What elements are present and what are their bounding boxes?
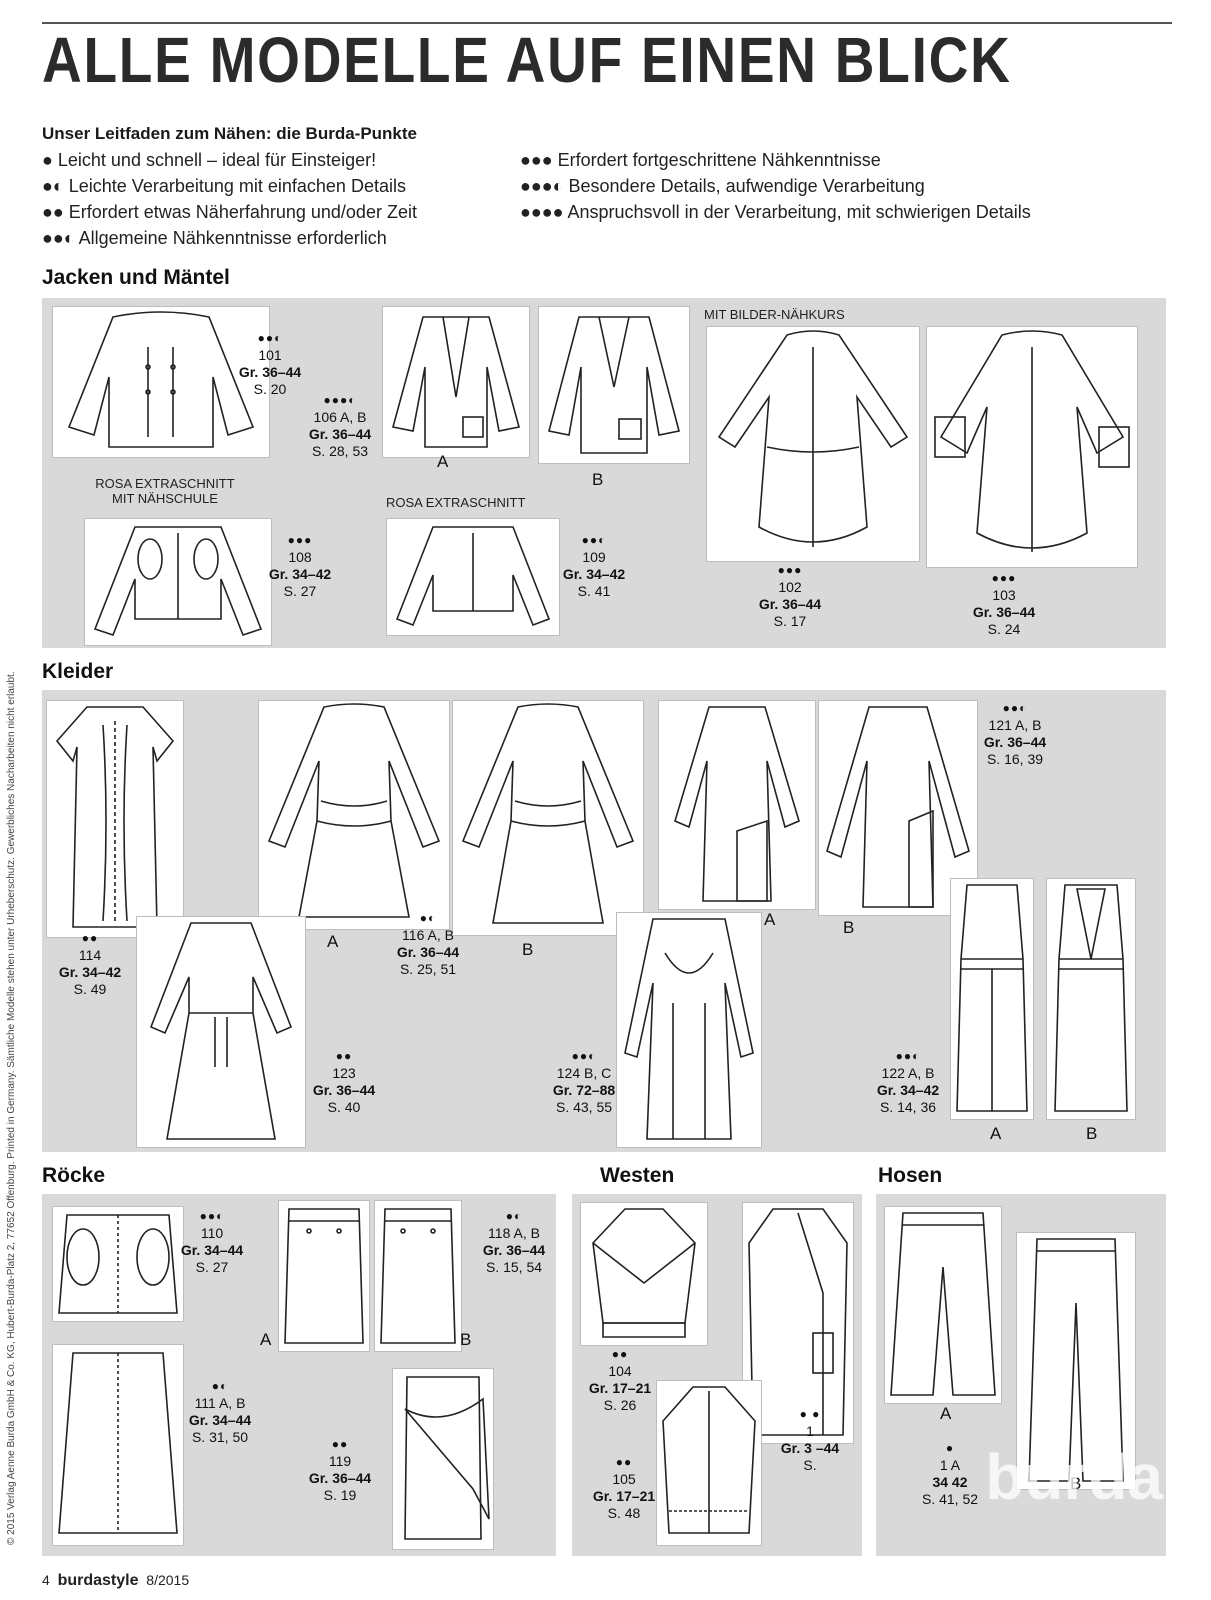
watermark-logo: burda	[985, 1441, 1163, 1513]
sketch-111	[52, 1344, 184, 1546]
sketch-116a	[258, 700, 450, 930]
sketch-106a	[382, 306, 530, 458]
variant-letter: A	[764, 910, 776, 929]
variant-letter: B	[592, 470, 604, 489]
variant-letter: B	[843, 918, 855, 937]
sketch-108	[84, 518, 272, 646]
sketch-116b	[452, 700, 644, 936]
guide-item: ●●●◐ Besondere Details, aufwendige Verar…	[520, 176, 925, 196]
guide-item: ●●●● Anspruchsvoll in der Verarbeitung, …	[520, 202, 1031, 222]
sketch-104	[580, 1202, 708, 1346]
sketch-102	[706, 326, 920, 562]
variant-letter: A	[327, 932, 339, 951]
tag-bilder-naehkurs: MIT BILDER-NÄHKURS	[704, 307, 845, 322]
sketch-124	[616, 912, 762, 1148]
page-footer: 4 burdastyle 8/2015	[42, 1572, 189, 1590]
variant-letter: B	[1070, 1474, 1082, 1493]
guide-item: ●●◐ Allgemeine Nähkenntnisse erforderlic…	[42, 228, 387, 248]
sketch-121a	[658, 700, 816, 910]
guide-item: ●●● Erfordert fortgeschrittene Nähkenntn…	[520, 150, 881, 170]
page-title: ALLE MODELLE AUF EINEN BLICK	[42, 24, 1012, 96]
sketch-hose-a	[884, 1206, 1002, 1404]
sketch-118b	[374, 1200, 462, 1352]
tag-rosa-extraschnitt: ROSA EXTRASCHNITT	[386, 495, 526, 510]
sketch-119	[392, 1368, 494, 1550]
variant-letter: A	[260, 1330, 272, 1349]
guide-item: ●● Erfordert etwas Näherfahrung und/oder…	[42, 202, 417, 222]
issue-number: 8/2015	[146, 1572, 190, 1588]
sketch-118a	[278, 1200, 370, 1352]
variant-letter: A	[940, 1404, 952, 1423]
brand-logo: burdastyle	[57, 1572, 139, 1589]
sketch-106b	[538, 306, 690, 464]
sketch-114	[46, 700, 184, 938]
sketch-109	[386, 518, 560, 636]
sketch-105	[656, 1380, 762, 1546]
sketch-122a	[950, 878, 1034, 1120]
sketch-hose-b	[1016, 1232, 1136, 1490]
copyright-notice: © 2015 Verlag Aenne Burda GmbH & Co. KG,…	[6, 671, 17, 1545]
guide-item: ●◐ Leichte Verarbeitung mit einfachen De…	[42, 176, 406, 196]
variant-letter: B	[460, 1330, 472, 1349]
variant-letter: A	[990, 1124, 1002, 1143]
variant-letter: A	[437, 452, 449, 471]
guide-heading: Unser Leitfaden zum Nähen: die Burda-Pun…	[42, 124, 417, 143]
top-rule	[42, 22, 1172, 24]
section-title-westen: Westen	[600, 1164, 675, 1187]
sketch-110	[52, 1206, 184, 1322]
section-title-hosen: Hosen	[878, 1164, 943, 1187]
variant-letter: B	[522, 940, 534, 959]
sketch-101	[52, 306, 270, 458]
section-title-jacken: Jacken und Mäntel	[42, 266, 230, 289]
sketch-103	[926, 326, 1138, 568]
section-title-kleider: Kleider	[42, 660, 114, 683]
section-title-roecke: Röcke	[42, 1164, 106, 1187]
guide-item: ● Leicht und schnell – ideal für Einstei…	[42, 150, 377, 170]
variant-letter: B	[1086, 1124, 1098, 1143]
sketch-123	[136, 916, 306, 1148]
page-number: 4	[42, 1572, 50, 1588]
sketch-122b	[1046, 878, 1136, 1120]
